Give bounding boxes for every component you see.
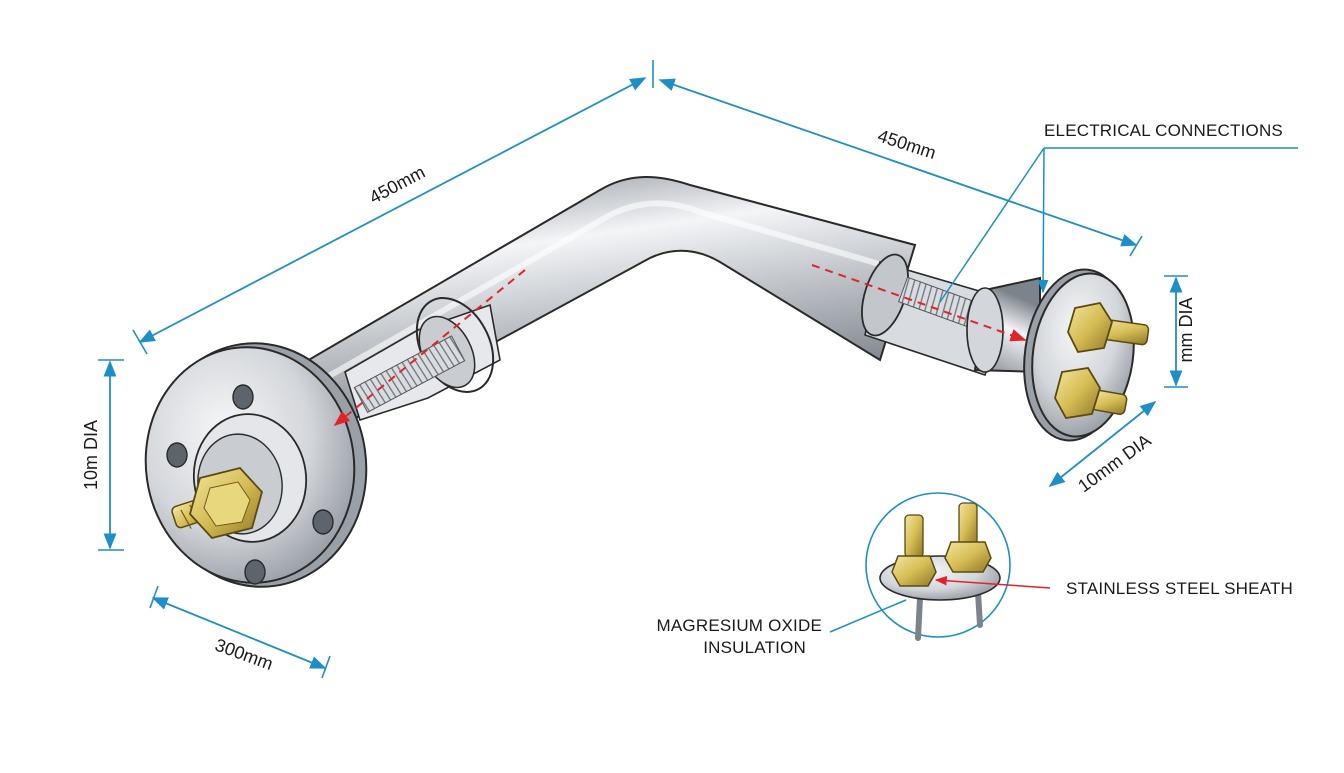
label-stainless-steel-sheath: STAINLESS STEEL SHEATH bbox=[1066, 579, 1293, 598]
right-flange bbox=[1023, 268, 1150, 442]
tube-right-section bbox=[861, 253, 1041, 377]
left-heating-coil bbox=[353, 335, 466, 413]
left-brass-terminal bbox=[171, 466, 264, 540]
callout-sheath: STAINLESS STEEL SHEATH bbox=[934, 575, 1293, 598]
flange-hole-icon bbox=[232, 384, 254, 410]
flange-hole-icon bbox=[244, 559, 266, 585]
detail-inset bbox=[865, 492, 1011, 641]
dim-right-diameter: mm DIA bbox=[1164, 275, 1196, 388]
dim-right-diameter-label: mm DIA bbox=[1176, 298, 1196, 363]
label-electrical-connections: ELECTRICAL CONNECTIONS bbox=[1044, 121, 1283, 140]
flow-arrow-right bbox=[811, 264, 1027, 342]
inset-terminal-right bbox=[944, 502, 992, 573]
callout-insulation: MAGRESIUM OXIDE INSULATION bbox=[657, 599, 907, 657]
flange-hole-icon bbox=[312, 509, 334, 535]
dim-flange-width: 300mm bbox=[149, 585, 331, 679]
inset-terminal-left bbox=[891, 514, 937, 587]
flange-hole-icon bbox=[166, 442, 188, 468]
dim-terminal-diameter-label: 10mm DIA bbox=[1074, 430, 1155, 496]
right-brass-terminal-upper bbox=[1067, 301, 1150, 353]
label-insulation-line2: INSULATION bbox=[703, 638, 806, 657]
dim-flange-width-label: 300mm bbox=[212, 635, 275, 674]
dim-upper-left-label: 450mm bbox=[366, 162, 428, 208]
dim-left-diameter: 10m DIA bbox=[81, 359, 124, 551]
dim-left-diameter-label: 10m DIA bbox=[81, 420, 101, 490]
callout-electrical-connections: ELECTRICAL CONNECTIONS bbox=[939, 121, 1298, 303]
left-flange bbox=[144, 342, 368, 588]
label-insulation-line1: MAGRESIUM OXIDE bbox=[657, 616, 822, 635]
